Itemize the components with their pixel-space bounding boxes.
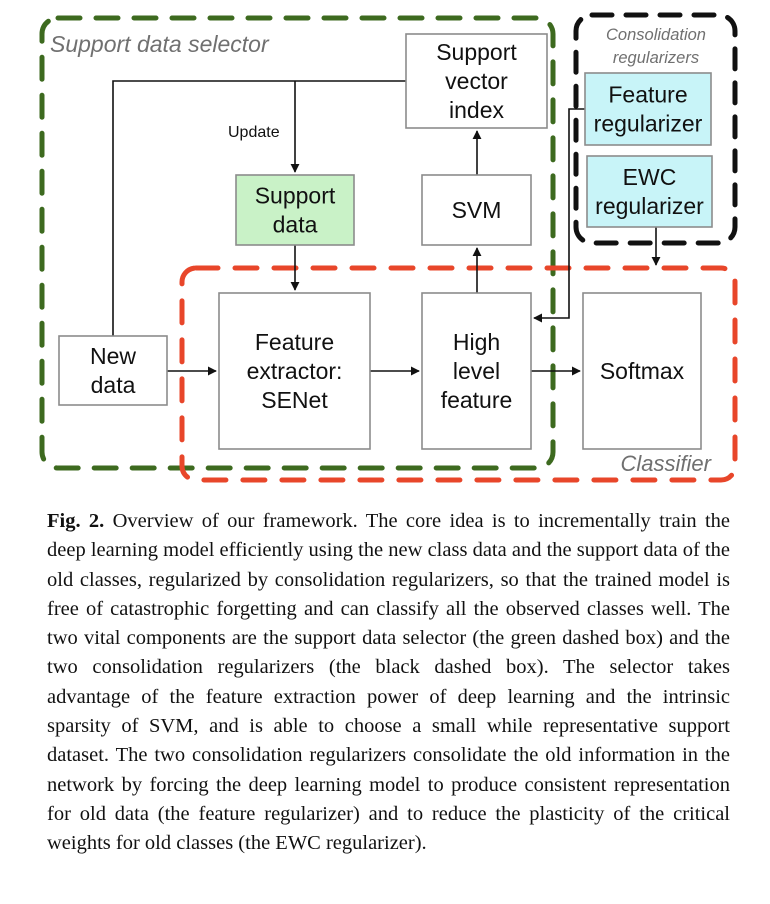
svm-node: SVM xyxy=(421,174,532,246)
svm-node-label-line-1: SVM xyxy=(452,197,502,223)
feature-regularizer-node-label-line-2: regularizer xyxy=(594,111,703,137)
high-level-feature-node-label-line-2: level xyxy=(453,358,500,384)
figure-label: Fig. 2. xyxy=(47,510,105,532)
framework-diagram: Support data selector Consolidation regu… xyxy=(39,12,738,483)
high-level-feature-node-label-line-3: feature xyxy=(441,387,513,413)
support-data-node: Support data xyxy=(235,174,355,246)
feature-regularizer-node: Feature regularizer xyxy=(584,72,712,146)
feature-extractor-node-label-line-3: SENet xyxy=(261,387,328,413)
consolidation-regularizers-label-line2: regularizers xyxy=(613,49,699,67)
support-data-node-label-line-1: Support xyxy=(255,183,336,209)
feature-extractor-node: Feature extractor: SENet xyxy=(218,292,371,450)
softmax-node: Softmax xyxy=(582,292,702,450)
feature-extractor-node-label-line-2: extractor: xyxy=(247,358,343,384)
feature-regularizer-node-box xyxy=(584,72,712,146)
high-level-feature-node: High level feature xyxy=(421,292,532,450)
support-data-node-box xyxy=(235,174,355,246)
softmax-node-label-line-1: Softmax xyxy=(600,358,685,384)
classifier-group xyxy=(179,265,738,483)
consolidation-regularizers-group xyxy=(573,12,738,246)
svm-node-box xyxy=(421,174,532,246)
new-data-node-label-line-1: New xyxy=(90,343,136,369)
ewc-regularizer-node-label-line-1: EWC xyxy=(623,164,677,190)
feature-extractor-node-label-line-1: Feature xyxy=(255,329,334,355)
new-data-node-label-line-2: data xyxy=(91,372,136,398)
feature-regularizer-node-label-line-1: Feature xyxy=(608,82,687,108)
ewc-regularizer-node-label-line-2: regularizer xyxy=(595,193,704,219)
support-data-node-label-line-2: data xyxy=(273,212,318,238)
support-data-selector-label: Support data selector xyxy=(50,31,270,57)
new-data-node-box xyxy=(58,335,168,406)
caption-text: Overview of our framework. The core idea… xyxy=(47,510,731,855)
edge-newdata-to-svindex xyxy=(112,80,406,336)
edges xyxy=(112,80,661,376)
high-level-feature-node-box xyxy=(421,292,532,450)
update-edge-label: Update xyxy=(228,124,280,141)
figure-caption: Fig. 2. Overview of our framework. The c… xyxy=(47,507,730,859)
softmax-node-box xyxy=(582,292,702,450)
ewc-regularizer-node: EWC regularizer xyxy=(586,155,713,228)
classifier-label: Classifier xyxy=(621,451,713,476)
support-vector-index-node-label-line-3: index xyxy=(449,97,504,123)
support-data-selector-group xyxy=(39,15,556,471)
high-level-feature-node-label-line-1: High xyxy=(453,329,500,355)
ewc-regularizer-node-box xyxy=(586,155,713,228)
new-data-node: New data xyxy=(58,335,168,406)
support-vector-index-node-label-line-2: vector xyxy=(445,68,508,94)
consolidation-regularizers-label-line1: Consolidation xyxy=(606,26,706,44)
support-vector-index-node-label-line-1: Support xyxy=(436,39,517,65)
support-vector-index-node-box xyxy=(405,33,548,129)
support-vector-index-node: Support vector index xyxy=(405,33,548,129)
edge-feature-regularizer-to-highlevel xyxy=(533,108,585,323)
feature-extractor-node-box xyxy=(218,292,371,450)
